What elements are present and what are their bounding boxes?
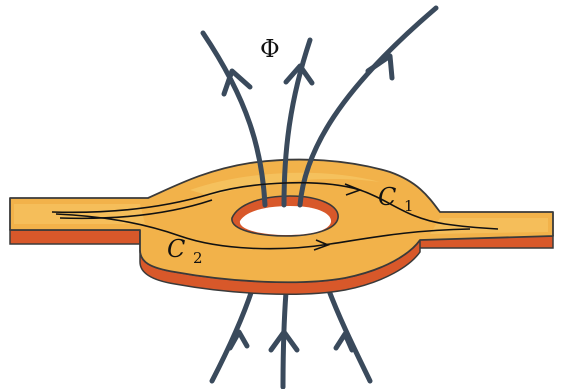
path-c2-letter: C <box>167 235 185 263</box>
flux-label: Φ <box>260 35 280 63</box>
incoming-flux-arrow-middle <box>283 292 286 387</box>
ribbon-left-edge <box>10 230 140 244</box>
incoming-flux-arrow-right <box>328 288 370 381</box>
incoming-flux-arrow-left <box>212 290 252 381</box>
ribbon-highlight <box>430 218 548 234</box>
path-c1-subscript: 1 <box>404 197 414 215</box>
path-c2-subscript: 2 <box>193 249 203 267</box>
path-c1-letter: C <box>378 183 396 211</box>
incoming-flux-arrows <box>212 288 370 387</box>
